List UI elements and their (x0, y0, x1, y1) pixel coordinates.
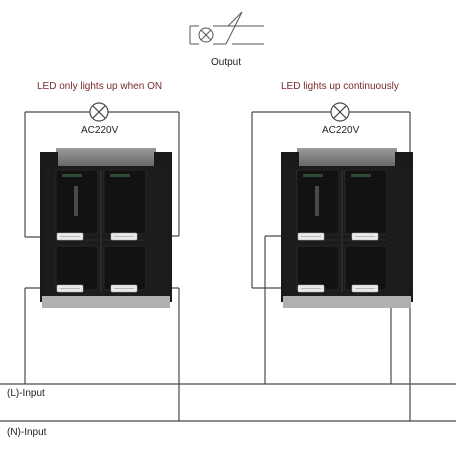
left-lamp-icon (89, 102, 109, 122)
line-input-label: (L)-Input (7, 388, 45, 399)
right-panel-title: LED lights up continuously (281, 81, 399, 92)
neutral-input-label: (N)-Input (7, 427, 47, 438)
left-rocker-switch (40, 148, 172, 308)
legend-symbol (189, 11, 264, 45)
right-lamp-icon (330, 102, 350, 122)
right-rocker-switch (281, 148, 413, 308)
legend-lamp-icon (198, 27, 214, 43)
right-voltage-label: AC220V (322, 125, 360, 136)
left-voltage-label: AC220V (81, 125, 119, 136)
legend-caption: Output (211, 57, 242, 68)
left-panel-title: LED only lights up when ON (37, 81, 163, 92)
input-bus-lines (0, 383, 456, 422)
